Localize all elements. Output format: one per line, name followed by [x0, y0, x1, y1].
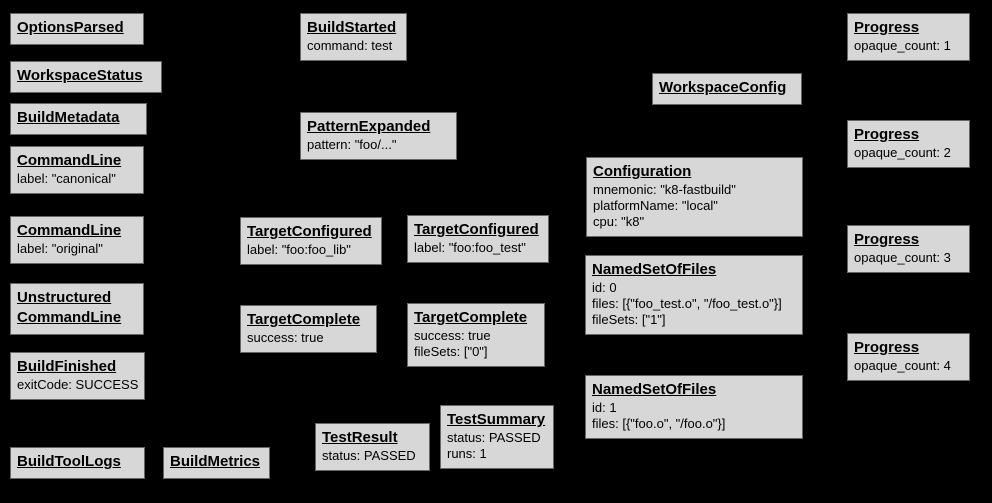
box-title: OptionsParsed — [17, 19, 124, 36]
event-box-progress-4: Progress opaque_count: 4 — [847, 333, 970, 381]
event-box-progress-3: Progress opaque_count: 3 — [847, 225, 970, 273]
event-box-build-metrics: BuildMetrics — [163, 447, 270, 479]
box-title: WorkspaceStatus — [17, 67, 143, 84]
event-box-target-complete-foo-lib: TargetComplete success: true — [240, 305, 377, 353]
box-title: TargetComplete — [247, 311, 361, 328]
box-line: label: "canonical" — [17, 171, 116, 186]
box-line: opaque_count: 1 — [854, 38, 951, 53]
box-title: TargetComplete — [414, 309, 528, 326]
box-title: Unstructured CommandLine — [17, 289, 122, 326]
box-title: Progress — [854, 126, 920, 143]
box-line: opaque_count: 4 — [854, 358, 951, 373]
box-title: BuildMetadata — [17, 109, 120, 126]
box-line: mnemonic: "k8-fastbuild" — [593, 182, 736, 197]
event-box-options-parsed: OptionsParsed — [10, 13, 144, 45]
event-box-pattern-expanded: PatternExpanded pattern: "foo/..." — [300, 112, 457, 160]
event-box-workspace-status: WorkspaceStatus — [10, 61, 162, 93]
box-title: BuildMetrics — [170, 453, 261, 470]
box-line: id: 0 — [592, 280, 617, 295]
box-title: CommandLine — [17, 222, 122, 239]
box-line: runs: 1 — [447, 446, 487, 461]
box-line: files: [{"foo.o", "/foo.o"}] — [592, 416, 726, 431]
box-title: Progress — [854, 339, 920, 356]
box-line: cpu: "k8" — [593, 214, 645, 229]
box-line: label: "foo:foo_test" — [414, 240, 526, 255]
box-line: files: [{"foo_test.o", "/foo_test.o"}] — [592, 296, 782, 311]
box-title: WorkspaceConfig — [659, 79, 787, 96]
box-title: BuildFinished — [17, 358, 117, 375]
event-box-build-metadata: BuildMetadata — [10, 103, 147, 135]
box-line: label: "foo:foo_lib" — [247, 242, 351, 257]
event-box-command-line-canonical: CommandLine label: "canonical" — [10, 146, 144, 194]
box-line: success: true — [247, 330, 324, 345]
box-title: BuildStarted — [307, 19, 397, 36]
box-line: fileSets: ["1"] — [592, 312, 666, 327]
box-title: NamedSetOfFiles — [592, 381, 717, 398]
event-box-workspace-config: WorkspaceConfig — [652, 73, 802, 105]
box-line: status: PASSED — [447, 430, 541, 445]
box-line: pattern: "foo/..." — [307, 137, 397, 152]
box-line: command: test — [307, 38, 393, 53]
box-line: opaque_count: 3 — [854, 250, 951, 265]
event-box-target-configured-foo-lib: TargetConfigured label: "foo:foo_lib" — [240, 217, 382, 265]
event-box-configuration: Configuration mnemonic: "k8-fastbuild"pla… — [586, 157, 803, 237]
box-title: NamedSetOfFiles — [592, 261, 717, 278]
box-line: status: PASSED — [322, 448, 416, 463]
box-title: BuildToolLogs — [17, 453, 121, 470]
box-title: Configuration — [593, 163, 692, 180]
box-title: TestSummary — [447, 411, 546, 428]
box-line: label: "original" — [17, 241, 103, 256]
event-box-build-tool-logs: BuildToolLogs — [10, 447, 145, 479]
box-title: TestResult — [322, 429, 398, 446]
box-line: id: 1 — [592, 400, 617, 415]
event-box-progress-2: Progress opaque_count: 2 — [847, 120, 970, 168]
event-box-command-line-original: CommandLine label: "original" — [10, 216, 144, 264]
box-line: platformName: "local" — [593, 198, 718, 213]
box-line: fileSets: ["0"] — [414, 344, 488, 359]
box-line: success: true — [414, 328, 491, 343]
event-box-target-configured-foo-test: TargetConfigured label: "foo:foo_test" — [407, 215, 549, 263]
box-line: opaque_count: 2 — [854, 145, 951, 160]
box-title: Progress — [854, 231, 920, 248]
box-title: TargetConfigured — [414, 221, 539, 238]
box-title: CommandLine — [17, 152, 122, 169]
event-box-build-started: BuildStarted command: test — [300, 13, 407, 61]
box-line: exitCode: SUCCESS — [17, 377, 139, 392]
event-box-build-finished: BuildFinished exitCode: SUCCESS — [10, 352, 146, 400]
event-box-progress-1: Progress opaque_count: 1 — [847, 13, 970, 61]
event-box-test-result: TestResult status: PASSED — [315, 423, 430, 471]
box-title: PatternExpanded — [307, 118, 431, 135]
event-box-unstructured-command-line: Unstructured CommandLine — [10, 283, 144, 335]
box-title: Progress — [854, 19, 920, 36]
box-title: TargetConfigured — [247, 223, 372, 240]
